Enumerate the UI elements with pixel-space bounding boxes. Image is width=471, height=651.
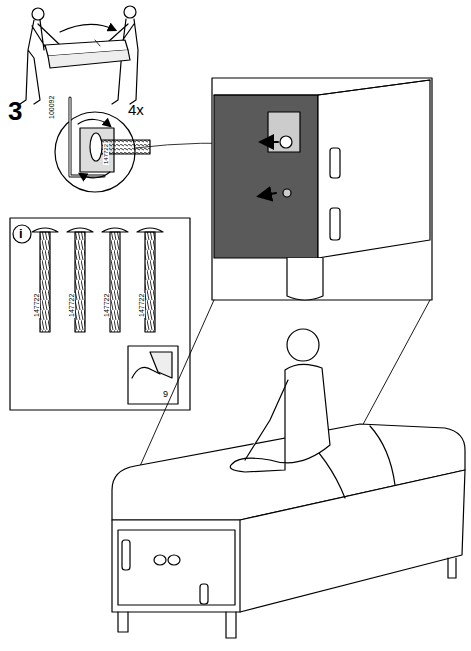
- part-number: 147722: [138, 293, 145, 318]
- part-number: 147722: [68, 293, 75, 318]
- part-number: 147722: [33, 293, 40, 318]
- page-reference: 9: [163, 390, 168, 399]
- part-number: 147722: [103, 143, 109, 165]
- zoom-box: [212, 78, 432, 300]
- step-number: 3: [8, 98, 22, 124]
- quantity-label: 4x: [128, 102, 144, 117]
- info-icon: i: [19, 227, 23, 240]
- info-box: [10, 218, 190, 410]
- screws: [32, 228, 163, 332]
- people-carrying: [20, 6, 138, 104]
- sitting-person: [230, 329, 330, 472]
- tool-part-number: 100092: [48, 95, 55, 120]
- part-number: 147722: [103, 293, 110, 318]
